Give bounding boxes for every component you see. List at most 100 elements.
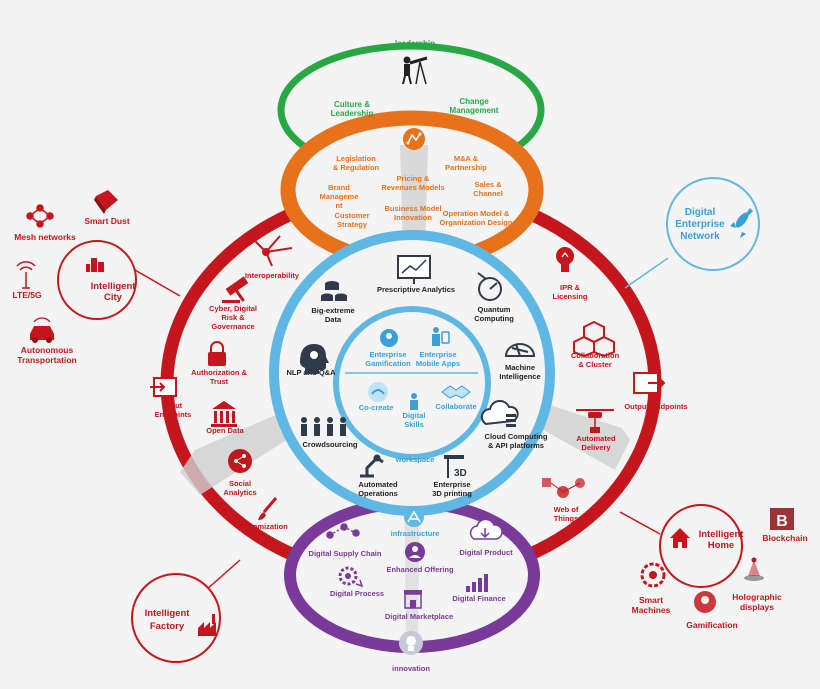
blockchain-label: Blockchain [762,533,807,543]
autonomous-car-icon [30,317,54,343]
ma-label: M&A &Partnership [445,154,487,172]
digital-finance-label: Digital Finance [452,594,505,603]
enhanced-offering-label: Enhanced Offering [386,565,454,574]
factory-icon [198,614,216,636]
mobile-user-icon [432,327,450,346]
intelligent-factory-circle [131,573,221,663]
robot-arm-icon [360,454,384,478]
ipr-label: IPR &Licensing [552,283,587,301]
network-connector [624,257,669,289]
prescriptive-analytics-label: Prescriptive Analytics [377,285,455,294]
enterprise-network-circle [666,177,760,271]
bank-icon [211,401,237,427]
social-analytics-icon [228,449,252,473]
workspace-label: workspace [395,455,435,464]
blockchain-icon: B [770,508,794,530]
cloud-icon [480,399,519,427]
digital-finance-icon [466,574,488,592]
legislation-label: Legislation& Regulation [333,154,380,172]
strategy-icon [403,128,425,150]
digital-product-icon [469,518,503,540]
ipr-bulb-icon [556,247,574,272]
web-of-things-icon [542,478,585,498]
smart-machines-icon [640,562,666,588]
collaboration-cubes-icon [573,320,615,358]
lock-icon [208,341,226,366]
gavel-icon [222,276,249,303]
house-icon [670,528,690,548]
innovation-label: innovation [392,664,430,673]
home-connector [619,511,661,535]
digital-skills-icon [410,393,418,410]
city-buildings-icon [86,258,104,272]
svg-text:B: B [776,513,788,530]
operation-model-label: Operation Model &Organization Design [440,209,513,227]
intelligent-city-circle [57,240,137,320]
collaborate-label: Collaborate [435,402,476,411]
digital-marketplace-label: Digital Marketplace [385,612,453,621]
3d-printer-icon: 3D [444,455,467,479]
cloud-computing-label: Cloud Computing& API platforms [485,432,548,450]
mesh-network-icon [26,204,54,228]
drone-icon [576,409,614,433]
supply-chain-icon [326,523,360,539]
svg-text:3D: 3D [454,468,467,479]
supply-chain-label: Digital Supply Chain [309,549,382,558]
database-icon [321,281,347,301]
digital-process-label: Digital Process [330,589,384,598]
digital-product-label: Digital Product [459,548,513,557]
holographic-icon [744,557,764,581]
telescope-icon [402,56,428,85]
authorization-label: Authorization &Trust [191,368,247,386]
digital-process-icon [338,566,364,588]
marketplace-icon [404,590,422,609]
brush-icon [258,497,278,520]
sales-label: Sales &Channel [473,180,503,198]
gamification-home-label: Gamification [686,620,737,630]
handshake-icon [441,385,471,399]
smart-dust-label: Smart Dust [84,216,130,226]
innovation-bulb-icon [399,631,423,655]
crowd-icon [301,417,346,436]
input-endpoint-icon [150,377,177,397]
cocreate-hand-icon [368,382,388,402]
gamification-home-icon [694,591,716,613]
interoperability-icon [253,235,293,267]
crowdsourcing-label: Crowdsourcing [302,440,357,449]
interoperability-label: Interoperability [245,271,300,280]
strategy-label: strategy [401,111,433,120]
enhanced-offering-icon [405,542,425,562]
open-data-label: Open Data [206,426,244,435]
pricing-label: Pricing &Revenues Models [381,174,444,192]
output-endpoint-icon [633,372,666,394]
culture-leadership-label: Culture &Leadership [331,100,374,118]
infrastructure-icon [404,507,424,527]
workspace-ring [333,306,491,460]
smart-dust-icon [94,190,118,214]
output-endpoints-label: Output Endpoints [624,402,687,411]
nlp-head-icon [300,344,329,374]
